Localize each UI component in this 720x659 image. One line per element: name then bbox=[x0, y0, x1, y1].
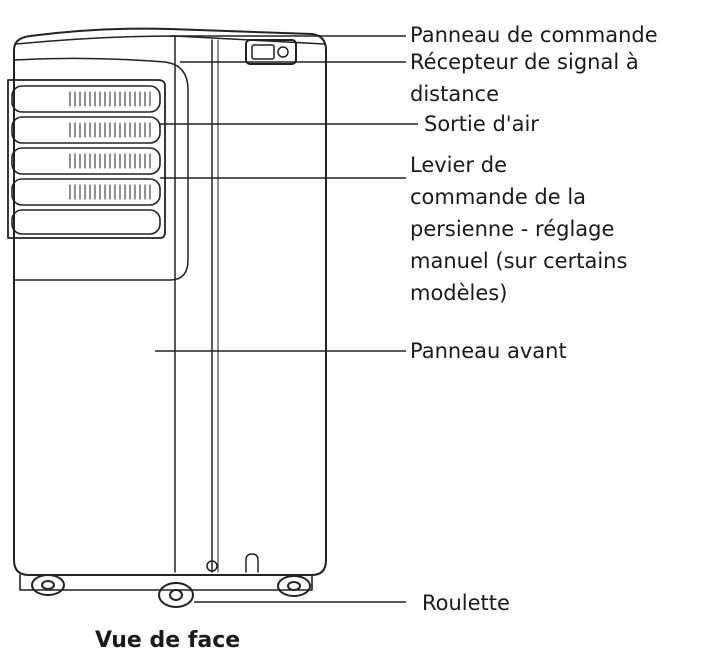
remote-receiver-dot bbox=[277, 46, 289, 58]
unit-top-edge bbox=[15, 35, 325, 45]
louver-grille bbox=[69, 91, 151, 200]
unit-base bbox=[19, 574, 313, 591]
louver-1 bbox=[11, 85, 161, 113]
caster-rear-right bbox=[277, 575, 311, 597]
caster-front-left bbox=[31, 574, 65, 596]
remote-receiver-lens bbox=[251, 44, 275, 60]
air-outlet-inner bbox=[7, 79, 166, 239]
louver-5 bbox=[11, 209, 161, 235]
caster-rear-right-hub bbox=[287, 581, 301, 591]
casters bbox=[31, 574, 311, 608]
caster-front-left-hub bbox=[41, 580, 55, 590]
remote-receiver-window bbox=[245, 39, 297, 65]
drain-plug bbox=[206, 560, 218, 572]
label-front-panel: Panneau avant bbox=[410, 339, 567, 363]
louver-2 bbox=[11, 116, 161, 144]
unit-body bbox=[13, 27, 327, 576]
air-conditioner-illustration bbox=[7, 27, 327, 608]
label-louver-line5: modèles) bbox=[410, 281, 508, 305]
caster-front-center-hub bbox=[169, 589, 183, 601]
label-louver-line1: Levier de bbox=[410, 153, 507, 177]
drain-hook bbox=[245, 553, 259, 573]
label-caster: Roulette bbox=[422, 591, 510, 615]
label-remote-receiver-line1: Récepteur de signal à bbox=[410, 50, 639, 74]
louver-4 bbox=[11, 178, 161, 206]
diagram-caption: Vue de face bbox=[95, 628, 241, 653]
label-remote-receiver-line2: distance bbox=[410, 82, 499, 106]
caster-front-center bbox=[158, 582, 194, 608]
label-louver-line2: commande de la bbox=[410, 185, 587, 209]
label-louver-line3: persienne - réglage bbox=[410, 217, 615, 241]
leader-lines bbox=[155, 35, 418, 603]
louvers bbox=[11, 85, 161, 235]
label-air-outlet: Sortie d'air bbox=[424, 112, 539, 136]
air-outlet-frame bbox=[13, 57, 189, 281]
louver-3 bbox=[11, 147, 161, 175]
label-control-panel: Panneau de commande bbox=[410, 23, 658, 47]
label-louver-line4: manuel (sur certains bbox=[410, 249, 628, 273]
